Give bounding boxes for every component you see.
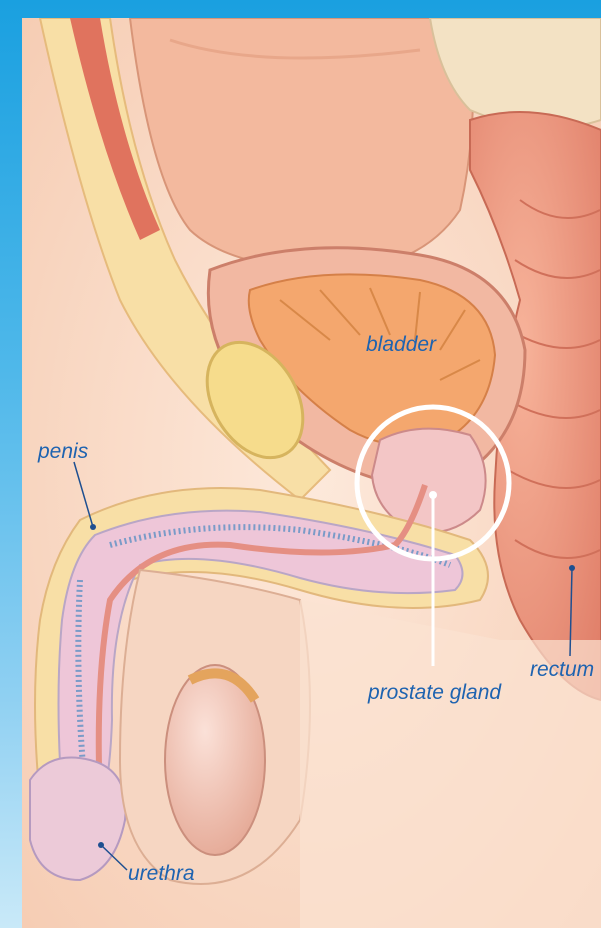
label-bladder: bladder	[366, 334, 436, 355]
penis-leader-dot	[90, 524, 96, 530]
prostate-leader-dot	[429, 491, 437, 499]
urethra-leader-dot	[98, 842, 104, 848]
label-prostate-gland: prostate gland	[368, 682, 501, 703]
rectum-leader-dot	[569, 565, 575, 571]
label-rectum: rectum	[530, 659, 594, 680]
label-urethra: urethra	[128, 863, 195, 884]
label-penis: penis	[38, 441, 88, 462]
